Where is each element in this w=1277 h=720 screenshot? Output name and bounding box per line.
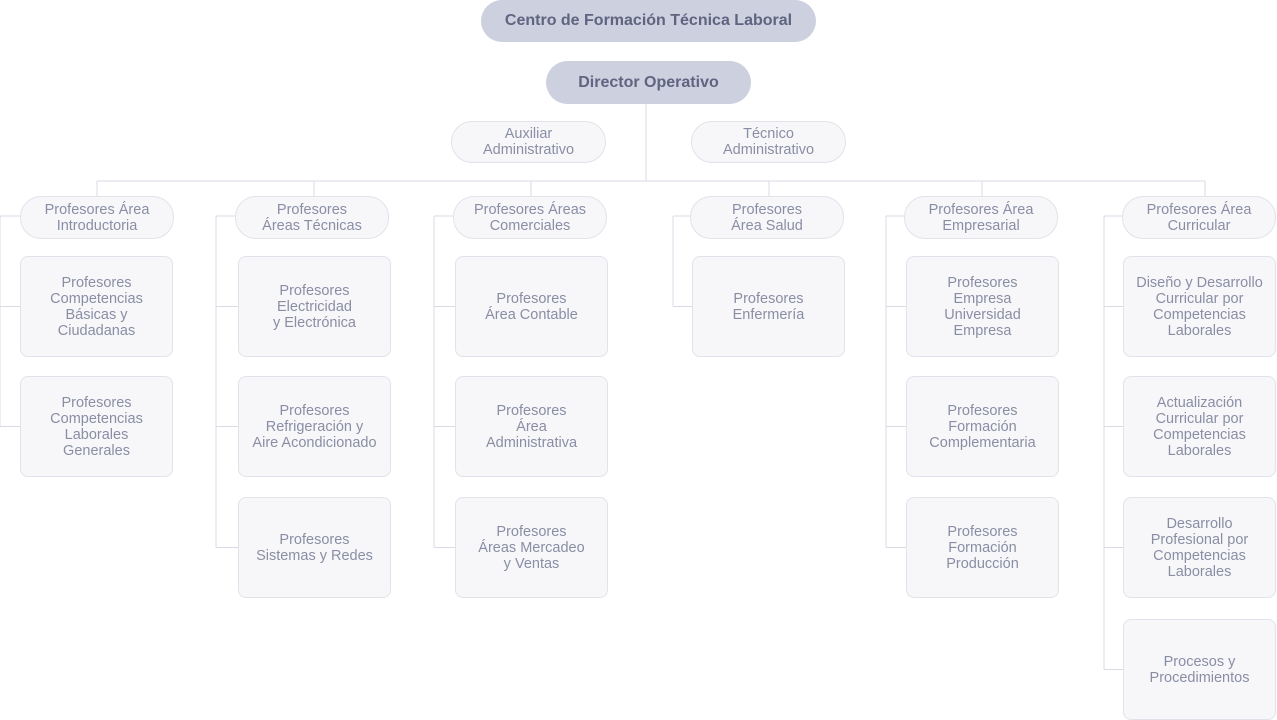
- area-2-item-2: Profesores Refrigeración y Aire Acondici…: [238, 376, 391, 477]
- director-node: Director Operativo: [546, 61, 751, 104]
- area-2-item-1: Profesores Electricidad y Electrónica: [238, 256, 391, 357]
- area-header-6: Profesores Área Curricular: [1122, 196, 1276, 239]
- area-1-item-2: Profesores Competencias Laborales Genera…: [20, 376, 173, 477]
- area-5-item-2: Profesores Formación Complementaria: [906, 376, 1059, 477]
- area-6-item-1: Diseño y Desarrollo Curricular por Compe…: [1123, 256, 1276, 357]
- area-2-item-3: Profesores Sistemas y Redes: [238, 497, 391, 598]
- area-3-item-3: Profesores Áreas Mercadeo y Ventas: [455, 497, 608, 598]
- area-header-4: Profesores Área Salud: [690, 196, 844, 239]
- area-3-item-2: Profesores Área Administrativa: [455, 376, 608, 477]
- staff-node-tecnico: Técnico Administrativo: [691, 121, 846, 163]
- area-6-item-2: Actualización Curricular por Competencia…: [1123, 376, 1276, 477]
- area-1-item-1: Profesores Competencias Básicas y Ciudad…: [20, 256, 173, 357]
- area-header-1: Profesores Área Introductoria: [20, 196, 174, 239]
- root-node: Centro de Formación Técnica Laboral: [481, 0, 816, 42]
- area-5-item-3: Profesores Formación Producción: [906, 497, 1059, 598]
- area-6-item-4: Procesos y Procedimientos: [1123, 619, 1276, 720]
- area-4-item-1: Profesores Enfermería: [692, 256, 845, 357]
- area-header-3: Profesores Áreas Comerciales: [453, 196, 607, 239]
- area-6-item-3: Desarrollo Profesional por Competencias …: [1123, 497, 1276, 598]
- area-3-item-1: Profesores Área Contable: [455, 256, 608, 357]
- staff-node-auxiliar: Auxiliar Administrativo: [451, 121, 606, 163]
- area-header-2: Profesores Áreas Técnicas: [235, 196, 389, 239]
- area-header-5: Profesores Área Empresarial: [904, 196, 1058, 239]
- area-5-item-1: Profesores Empresa Universidad Empresa: [906, 256, 1059, 357]
